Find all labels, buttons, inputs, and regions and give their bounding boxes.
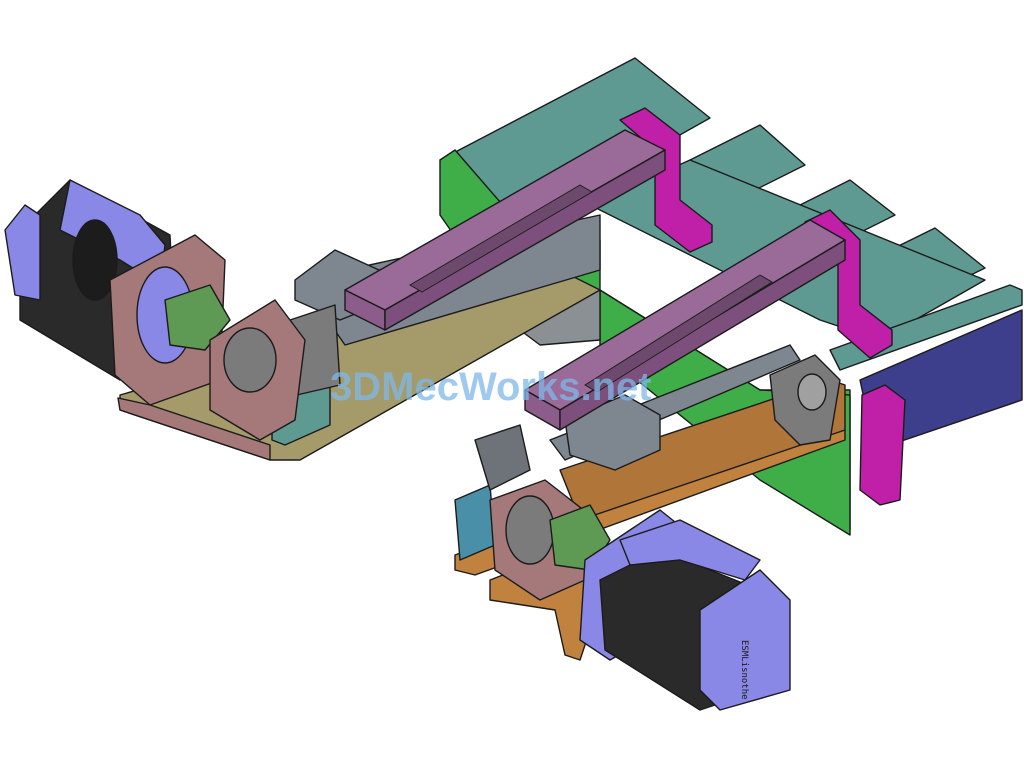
left-motor-side [4,204,41,301]
right-motor-top [619,519,761,581]
left-motor-groove [72,219,118,301]
magenta-bracket-lower [804,209,893,359]
magenta-bracket-upper [619,107,713,253]
right-motor-end-cap [699,569,791,711]
left-base-foot [117,397,271,461]
lower-grey-end-block [474,424,531,491]
right-stepper-motor: ESMLisnothe [579,509,791,711]
left-stepper-motor [4,179,306,461]
lower-slot [584,274,773,393]
magenta-post [859,384,906,506]
upper-slot [409,184,593,293]
magenta-brackets [619,107,906,506]
lower-pulley [505,495,555,565]
lower-linear-module [454,219,846,661]
lower-grey-carriage [564,394,661,471]
watermark: 3DMecWorks.net [330,365,652,409]
right-idler-bearing [797,373,827,411]
left-pulley [223,327,277,393]
motor-label: ESMLisnothe [739,640,749,700]
lower-purple-slide-side [559,239,846,431]
